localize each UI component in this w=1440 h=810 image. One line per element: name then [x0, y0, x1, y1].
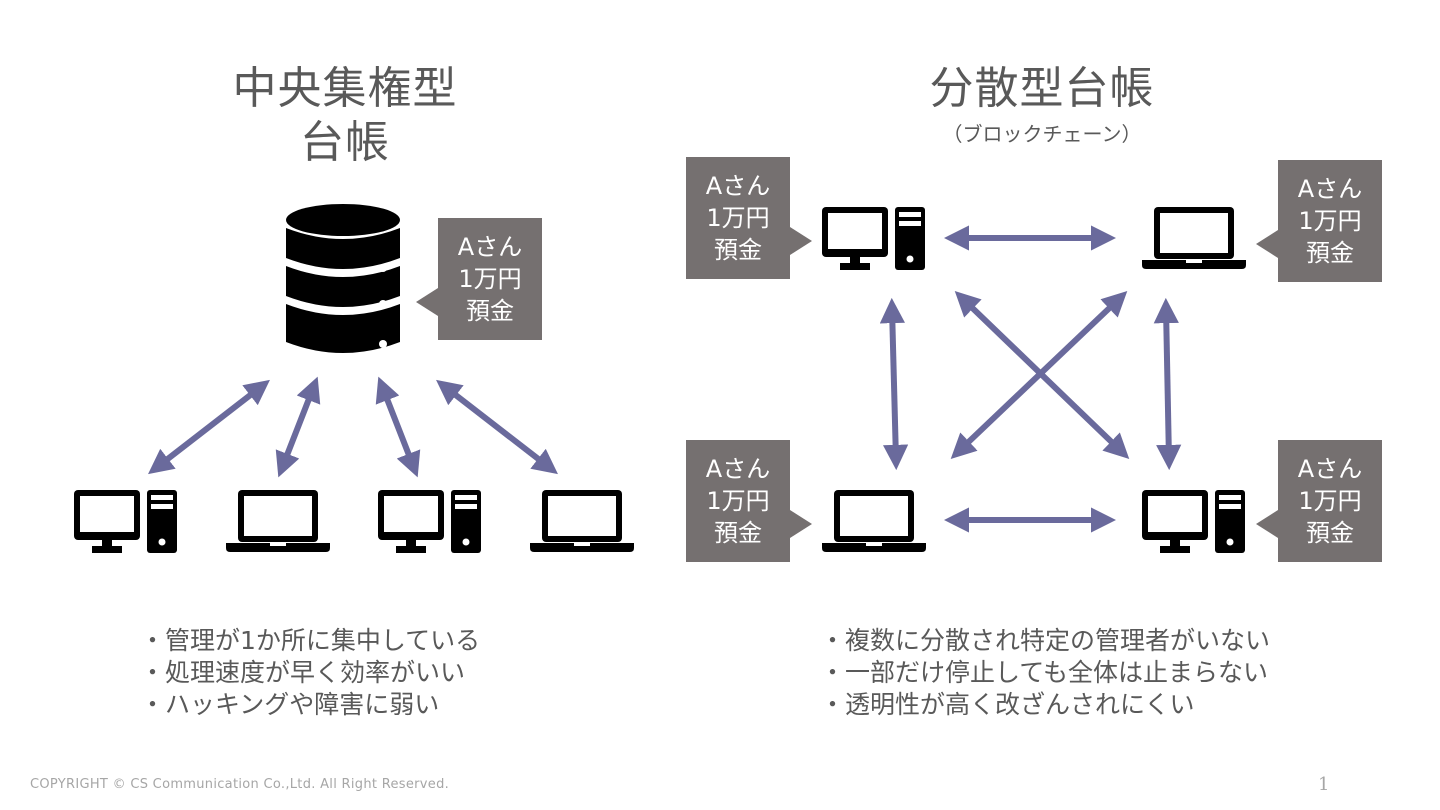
- callout-line1: Aさん: [705, 172, 771, 200]
- callout-line1: Aさん: [705, 455, 771, 483]
- callout-line3: 預金: [714, 236, 762, 264]
- bullet-item: ・一部だけ停止しても全体は止まらない: [820, 658, 1269, 687]
- laptop-icon: [822, 490, 926, 552]
- callout-line1: Aさん: [457, 233, 523, 261]
- left-title-line2: 台帳: [300, 117, 390, 168]
- right-subtitle: （ブロックチェーン）: [942, 122, 1142, 146]
- bullet-item: ・処理速度が早く効率がいい: [140, 658, 466, 687]
- callout-tail: [790, 227, 812, 255]
- callout-line2: 1万円: [1298, 207, 1362, 235]
- callout-line3: 預金: [1306, 519, 1354, 547]
- arrow-diag-2: [950, 291, 1128, 459]
- arrow-server-client3: [375, 376, 421, 478]
- laptop-icon: [1142, 207, 1246, 269]
- bullet-item: ・管理が1か所に集中している: [140, 626, 481, 655]
- callout-tail: [416, 288, 438, 316]
- left-callout: Aさん 1万円 預金: [416, 218, 542, 340]
- desktop-icon: [822, 207, 926, 271]
- bullet-item: ・透明性が高く改ざんされにくい: [820, 690, 1195, 719]
- left-bullets: ・管理が1か所に集中している ・処理速度が早く効率がいい ・ハッキングや障害に弱…: [140, 625, 480, 721]
- bullet-item: ・複数に分散され特定の管理者がいない: [820, 626, 1271, 655]
- left-title: 中央集権型 台帳: [195, 62, 495, 170]
- bullet-item: ・ハッキングや障害に弱い: [140, 690, 440, 719]
- left-title-line1: 中央集権型: [232, 63, 458, 114]
- node3-callout: Aさん 1万円 預金: [686, 440, 812, 562]
- arrow-right-vertical: [1153, 297, 1182, 471]
- callout-line2: 1万円: [1298, 487, 1362, 515]
- callout-line1: Aさん: [1297, 175, 1363, 203]
- arrow-server-client4: [436, 379, 558, 475]
- callout-tail: [790, 510, 812, 538]
- node4-callout: Aさん 1万円 預金: [1256, 440, 1382, 562]
- node2-callout: Aさん 1万円 預金: [1256, 160, 1382, 282]
- node1-callout: Aさん 1万円 預金: [686, 157, 812, 279]
- callout-line1: Aさん: [1297, 455, 1363, 483]
- page-number: 1: [1318, 774, 1330, 795]
- callout-tail: [1256, 510, 1278, 538]
- callout-line2: 1万円: [706, 204, 770, 232]
- callout-line2: 1万円: [706, 487, 770, 515]
- arrow-left-vertical: [879, 297, 909, 471]
- callout-line3: 預金: [714, 519, 762, 547]
- right-bullets: ・複数に分散され特定の管理者がいない ・一部だけ停止しても全体は止まらない ・透…: [820, 625, 1270, 721]
- callout-tail: [1256, 230, 1278, 258]
- callout-line3: 預金: [1306, 239, 1354, 267]
- desktop-icon: [1142, 490, 1246, 554]
- callout-line2: 1万円: [458, 265, 522, 293]
- arrow-server-client2: [275, 376, 321, 478]
- callout-line3: 預金: [466, 297, 514, 325]
- arrow-server-client1: [148, 379, 270, 475]
- right-title: 分散型台帳: [929, 63, 1155, 114]
- copyright: COPYRIGHT © CS Communication Co.,Ltd. Al…: [30, 777, 450, 792]
